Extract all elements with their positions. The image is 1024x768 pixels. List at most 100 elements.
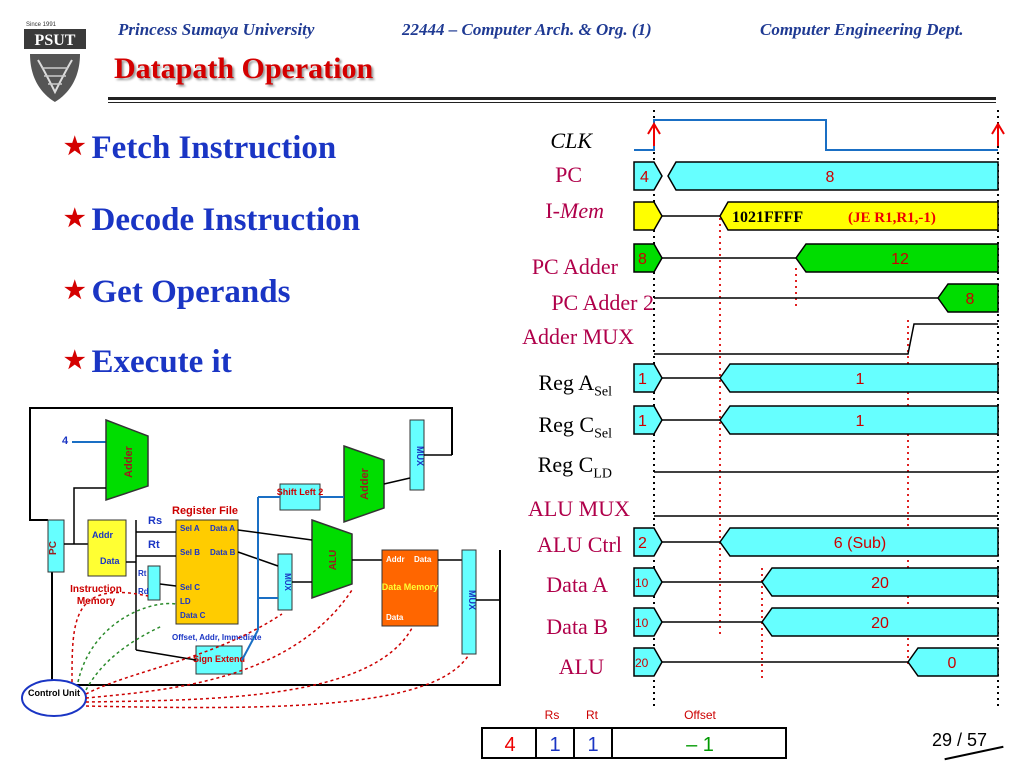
dmem-block xyxy=(381,549,439,627)
signal-adder-mux: Adder MUX xyxy=(522,324,634,349)
const-4: 4 xyxy=(62,435,69,447)
adder1-block xyxy=(105,418,149,502)
rega-new-segment xyxy=(719,363,999,393)
final-mux-label: MUX xyxy=(467,590,477,610)
adder-mux-wave xyxy=(654,323,998,355)
signal-alu-mux: ALU MUX xyxy=(527,496,630,521)
format-rs: 1 xyxy=(549,734,560,756)
datab-new-segment xyxy=(761,607,999,637)
dataa-new-segment xyxy=(761,567,999,597)
dataa-old-value: 10 xyxy=(635,576,649,590)
signal-reg-a: Reg ASel xyxy=(538,370,612,400)
rt-label: Rt xyxy=(148,539,160,551)
final-mux-block xyxy=(461,549,477,655)
imem-data: Data xyxy=(100,556,121,566)
datapath-diagram: 4 Adder Adder MUX PC Addr Data Instructi… xyxy=(21,407,501,717)
dmem-label: Data Memory xyxy=(382,582,439,592)
alu-old-value: 20 xyxy=(635,656,649,670)
regc-old-value: 1 xyxy=(638,413,647,430)
adder1-label: Adder xyxy=(123,445,135,478)
clk-wave xyxy=(634,119,998,151)
rd-small: Rd xyxy=(138,587,149,596)
format-label-rs: Rs xyxy=(545,708,560,722)
slide-title: Datapath Operation xyxy=(114,52,374,85)
signal-reg-cld: Reg CLD xyxy=(537,452,612,482)
imem-block xyxy=(87,519,127,577)
title-rule xyxy=(108,97,996,100)
control-unit-block xyxy=(21,679,87,717)
rt-small: Rt xyxy=(138,569,147,578)
clk-rising-arrow xyxy=(647,122,661,135)
alu-new-segment xyxy=(907,647,999,677)
aluctrl-new-value: 6 (Sub) xyxy=(834,535,886,552)
format-label-rt: Rt xyxy=(586,708,599,722)
timing-diagram: 4 8 1021FFFF (JE R1,R1,-1) 8 12 8 1 1 1 … xyxy=(633,110,1005,706)
pcadder-new-value: 12 xyxy=(891,251,909,268)
pc-block-label: PC xyxy=(48,541,59,555)
star-icon: ★ xyxy=(64,206,86,232)
rd-mux-block xyxy=(147,565,161,601)
format-opcode: 4 xyxy=(504,734,515,756)
shift-label: Shift Left 2 xyxy=(277,487,324,497)
alu-block xyxy=(311,518,353,600)
datab-new-value: 20 xyxy=(871,615,889,632)
signal-alu: ALU xyxy=(558,654,604,679)
imem-label1: Instruction xyxy=(70,584,122,595)
aluctrl-new-segment xyxy=(719,527,999,557)
format-label-offset: Offset xyxy=(684,708,716,722)
alu-new-value: 0 xyxy=(948,655,957,672)
rf-sel-c: Sel C xyxy=(180,583,200,592)
bullet-operands: ★Get Operands xyxy=(64,274,291,310)
regc-new-segment xyxy=(719,405,999,435)
dataa-old-segment xyxy=(633,567,663,597)
sign-extend-label: Sign Extend xyxy=(193,654,245,664)
signal-clk: CLK xyxy=(550,128,592,153)
pc-old-value: 4 xyxy=(640,169,649,186)
rs-label: Rs xyxy=(148,515,162,527)
pc-block xyxy=(47,519,65,573)
alu-block-label: ALU xyxy=(328,550,339,571)
star-icon: ★ xyxy=(64,348,86,374)
regc-old-segment xyxy=(633,405,663,435)
rega-old-value: 1 xyxy=(638,371,647,388)
rf-data-b: Data B xyxy=(210,548,236,557)
pcadder-old-value: 8 xyxy=(638,251,647,268)
instruction-format: Rs Rt Offset 4 1 1 – 1 xyxy=(481,708,787,759)
rf-data-c: Data C xyxy=(180,611,206,620)
header-dept: Computer Engineering Dept. xyxy=(760,20,964,39)
dataa-new-value: 20 xyxy=(871,575,889,592)
signal-pc: PC xyxy=(555,162,582,187)
adder2-label: Adder xyxy=(359,467,371,500)
signal-data-a: Data A xyxy=(546,572,608,597)
signal-alu-ctrl: ALU Ctrl xyxy=(537,532,622,557)
title-rule-thin xyxy=(108,102,996,103)
aluctrl-old-value: 2 xyxy=(638,535,647,552)
imem-word: 1021FFFF xyxy=(732,209,803,226)
dmem-addr: Addr xyxy=(386,555,405,564)
rf-sel-b: Sel B xyxy=(180,548,200,557)
header-course: 22444 – Computer Arch. & Org. (1) xyxy=(402,20,652,39)
university-logo: Since 1991 PSUT xyxy=(24,22,86,102)
logo-text: PSUT xyxy=(35,32,76,49)
imem-new-segment xyxy=(719,201,999,231)
header-university: Princess Sumaya University xyxy=(118,20,315,39)
control-unit-label: Control Unit xyxy=(28,688,80,698)
rf-data-a: Data A xyxy=(210,524,235,533)
pc-old-segment xyxy=(633,161,663,191)
signal-imem: I-Mem xyxy=(545,198,604,223)
pcadder-old-segment xyxy=(633,243,663,273)
signal-pc-adder2: PC Adder 2 xyxy=(551,290,654,315)
pcadder2-new-segment xyxy=(937,283,999,313)
star-icon: ★ xyxy=(64,278,86,304)
dmem-data: Data xyxy=(414,555,432,564)
pc-new-value: 8 xyxy=(826,169,835,186)
datab-old-value: 10 xyxy=(635,616,649,630)
star-icon: ★ xyxy=(64,134,86,160)
regfile-title: Register File xyxy=(172,505,238,517)
rega-new-value: 1 xyxy=(856,371,865,388)
imem-decode: (JE R1,R1,-1) xyxy=(848,210,936,226)
rf-sel-a: Sel A xyxy=(180,524,200,533)
pcadder-new-segment xyxy=(795,243,999,273)
signal-reg-c: Reg CSel xyxy=(538,412,612,442)
rf-ld: LD xyxy=(180,597,191,606)
